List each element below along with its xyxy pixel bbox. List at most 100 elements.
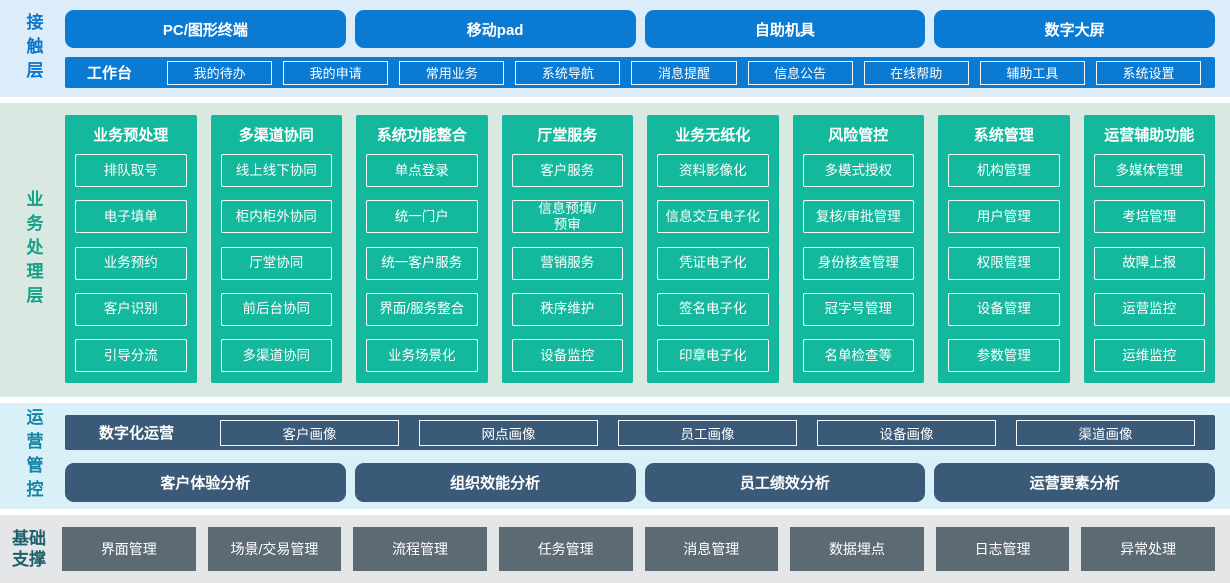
business-layer-label: 业务处理层 [23,190,43,310]
foundation-message-management: 消息管理 [644,527,779,571]
foundation-data-tracking: 数据埋点 [790,527,924,571]
channel-self-service: 自助机具 [644,10,926,48]
channel-row: PC/图形终端 移动pad 自助机具 数字大屏 [65,10,1215,48]
feature-box: 信息预填/ 预审 [511,200,623,234]
feature-box: 故障上报 [1093,246,1205,280]
feature-box: 统一客户服务 [366,246,478,280]
feature-box: 业务场景化 [366,339,478,372]
feature-box: 排队取号 [75,154,187,187]
workbench-item-auxiliary-tools: 辅助工具 [979,60,1085,85]
feature-box: 业务预约 [75,246,187,280]
business-processing-layer: 业务处理层 业务预处理 排队取号 电子填单 业务预约 客户识别 引导分流 多渠道… [0,103,1230,397]
feature-box: 厅堂协同 [220,246,332,280]
portrait-channel: 渠道画像 [1016,419,1196,446]
analysis-customer-experience: 客户体验分析 [65,463,346,502]
feature-box: 秩序维护 [511,292,623,326]
workbench-item-system-settings: 系统设置 [1095,60,1201,85]
feature-box: 权限管理 [948,246,1060,280]
foundation-exception-handling: 异常处理 [1081,527,1215,571]
digital-operations-label: 数字化运营 [99,425,175,442]
column-multichannel-collaboration: 多渠道协同 线上线下协同 柜内柜外协同 厅堂协同 前后台协同 多渠道协同 [210,115,342,383]
column-title: 系统管理 [973,127,1034,144]
workbench-item-common-business: 常用业务 [399,60,505,85]
workbench-item-system-navigation: 系统导航 [515,60,621,85]
column-title: 风险管控 [828,127,889,144]
feature-box: 签名电子化 [657,292,769,326]
portrait-branch: 网点画像 [419,419,599,446]
foundation-scenario-transaction-management: 场景/交易管理 [207,527,342,571]
foundation-support-layer: 基础支撑 界面管理 场景/交易管理 流程管理 任务管理 消息管理 数据埋点 日志… [0,515,1230,583]
column-title: 运营辅助功能 [1104,127,1195,144]
operations-layer-label: 运营管控 [23,408,43,504]
feature-box: 信息交互电子化 [657,200,769,234]
analysis-organization-efficiency: 组织效能分析 [354,463,636,502]
feature-box: 单点登录 [366,154,478,187]
analysis-operation-elements: 运营要素分析 [934,463,1215,502]
analysis-row: 客户体验分析 组织效能分析 员工绩效分析 运营要素分析 [65,463,1215,502]
feature-box: 柜内柜外协同 [220,200,332,234]
feature-box: 引导分流 [75,339,187,372]
feature-box: 客户识别 [75,292,187,326]
column-operation-auxiliary-functions: 运营辅助功能 多媒体管理 考培管理 故障上报 运营监控 运维监控 [1083,115,1215,383]
workbench-bar: 工作台 我的待办 我的申请 常用业务 系统导航 消息提醒 信息公告 在线帮助 辅… [65,57,1215,88]
feature-box: 名单检查等 [802,339,914,372]
feature-box: 统一门户 [366,200,478,234]
feature-box: 用户管理 [948,200,1060,234]
foundation-row: 界面管理 场景/交易管理 流程管理 任务管理 消息管理 数据埋点 日志管理 异常… [62,527,1215,571]
workbench-item-my-todo: 我的待办 [167,60,273,85]
workbench-item-online-help: 在线帮助 [863,60,969,85]
workbench-label: 工作台 [87,65,133,82]
feature-box: 考培管理 [1093,200,1205,234]
column-system-function-integration: 系统功能整合 单点登录 统一门户 统一客户服务 界面/服务整合 业务场景化 [356,115,488,383]
column-risk-management: 风险管控 多模式授权 复核/审批管理 身份核查管理 冠字号管理 名单检查等 [792,115,924,383]
column-title: 业务预处理 [93,127,169,144]
operations-management-layer: 运营管控 数字化运营 客户画像 网点画像 员工画像 设备画像 渠道画像 客户体验… [0,403,1230,509]
channel-pc-terminal: PC/图形终端 [65,10,346,48]
column-title: 业务无纸化 [675,127,751,144]
feature-box: 营销服务 [511,246,623,280]
workbench-item-message-alerts: 消息提醒 [631,60,737,85]
feature-box: 参数管理 [948,339,1060,372]
feature-box: 复核/审批管理 [802,200,914,234]
portrait-employee: 员工画像 [618,419,798,446]
contact-layer: 接触层 PC/图形终端 移动pad 自助机具 数字大屏 工作台 我的待办 我的申… [0,0,1230,97]
column-paperless-business: 业务无纸化 资料影像化 信息交互电子化 凭证电子化 签名电子化 印章电子化 [647,115,779,383]
workbench-item-info-bulletin: 信息公告 [747,60,853,85]
portrait-device: 设备画像 [817,419,997,446]
business-columns: 业务预处理 排队取号 电子填单 业务预约 客户识别 引导分流 多渠道协同 线上线… [65,115,1215,383]
feature-box: 运营监控 [1093,292,1205,326]
feature-box: 印章电子化 [657,339,769,372]
workbench-item-my-applications: 我的申请 [283,60,389,85]
contact-layer-label: 接触层 [23,12,43,85]
digital-operations-bar: 数字化运营 客户画像 网点画像 员工画像 设备画像 渠道画像 [65,415,1215,450]
feature-box: 线上线下协同 [220,154,332,187]
column-business-preprocessing: 业务预处理 排队取号 电子填单 业务预约 客户识别 引导分流 [65,115,197,383]
feature-box: 多媒体管理 [1093,154,1205,187]
feature-box: 资料影像化 [657,154,769,187]
channel-digital-screen: 数字大屏 [934,10,1215,48]
analysis-employee-performance: 员工绩效分析 [644,463,926,502]
foundation-process-management: 流程管理 [353,527,487,571]
feature-box: 身份核查管理 [802,246,914,280]
foundation-task-management: 任务管理 [498,527,633,571]
feature-box: 设备监控 [511,339,623,372]
portrait-customer: 客户画像 [220,419,400,446]
feature-box: 冠字号管理 [802,292,914,326]
feature-box: 设备管理 [948,292,1060,326]
feature-box: 前后台协同 [220,292,332,326]
column-title: 系统功能整合 [376,127,467,144]
column-title: 多渠道协同 [238,127,314,144]
feature-box: 电子填单 [75,200,187,234]
foundation-layer-label: 基础支撑 [12,528,46,569]
feature-box: 多渠道协同 [220,339,332,372]
feature-box: 界面/服务整合 [366,292,478,326]
column-system-administration: 系统管理 机构管理 用户管理 权限管理 设备管理 参数管理 [938,115,1070,383]
foundation-log-management: 日志管理 [935,527,1070,571]
column-title: 厅堂服务 [537,127,598,144]
channel-mobile-pad: 移动pad [354,10,636,48]
column-hall-services: 厅堂服务 客户服务 信息预填/ 预审 营销服务 秩序维护 设备监控 [501,115,633,383]
feature-box: 多模式授权 [802,154,914,187]
feature-box: 运维监控 [1093,339,1205,372]
feature-box: 凭证电子化 [657,246,769,280]
